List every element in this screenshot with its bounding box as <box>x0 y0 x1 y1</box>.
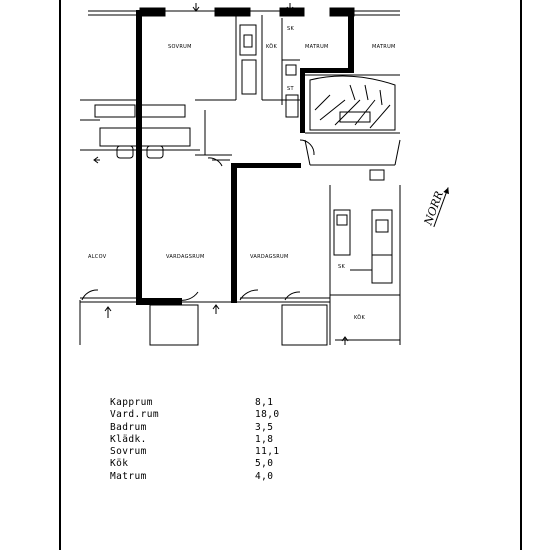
area-row: Matrum 4,0 <box>110 471 310 483</box>
area-room-value: 11,1 <box>255 446 280 458</box>
top-exterior-wall <box>88 7 400 17</box>
room-label-vardagsrum-left: VARDAGSRUM <box>166 254 205 260</box>
area-room-name: Vard.rum <box>110 409 159 421</box>
area-room-name: Sovrum <box>110 446 147 458</box>
area-room-value: 4,0 <box>255 470 274 482</box>
area-room-value: 5,0 <box>255 458 274 470</box>
area-room-name: Matrum <box>110 470 147 482</box>
room-label-vardagsrum-right: VARDAGSRUM <box>250 254 289 260</box>
area-room-value: 1,8 <box>255 433 274 445</box>
area-room-name: Klädk. <box>110 433 147 445</box>
area-row: Klädk. 1,8 <box>110 434 310 446</box>
area-row: Kök 5,0 <box>110 458 310 470</box>
room-label-kok-lower: KÖK <box>354 314 366 321</box>
room-label-alcove: ALCOV <box>88 254 107 260</box>
room-label-sk-lower: SK <box>338 264 345 270</box>
north-label: NORR <box>421 189 446 227</box>
area-room-value: 18,0 <box>255 409 280 421</box>
page-frame <box>59 0 522 550</box>
area-row: Kapprum 8,1 <box>110 397 310 409</box>
room-label-st: ST <box>287 86 294 92</box>
area-room-value: 3,5 <box>255 421 274 433</box>
room-labels: SOVRUM KÖK MATRUM MATRUM SK ST ALCOV VAR… <box>88 26 396 321</box>
room-label-matrum-right: MATRUM <box>372 44 396 50</box>
north-arrow-icon: NORR <box>421 187 449 228</box>
thin-walls <box>79 15 401 346</box>
room-label-sk-top: SK <box>287 26 294 32</box>
area-room-value: 8,1 <box>255 397 274 408</box>
entry-arrows <box>93 3 349 345</box>
area-row: Sovrum 11,1 <box>110 446 310 458</box>
room-label-matrum: MATRUM <box>305 44 329 50</box>
area-room-name: Badrum <box>110 421 147 433</box>
heavy-walls <box>136 10 354 305</box>
area-room-name: Kök <box>110 458 129 470</box>
room-label-kok-top: KÖK <box>266 43 278 50</box>
area-row: Badrum 3,5 <box>110 422 310 434</box>
area-room-name: Kapprum <box>110 397 153 408</box>
area-row: Vard.rum 18,0 <box>110 409 310 421</box>
room-label-sovrum: SOVRUM <box>168 44 192 50</box>
